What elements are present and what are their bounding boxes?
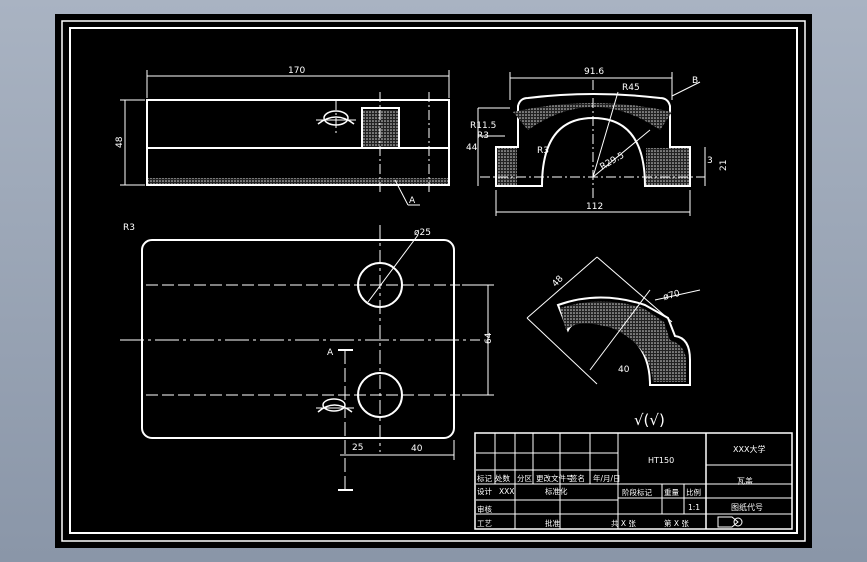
dim-r45: R45	[622, 83, 640, 93]
tb-shenhe: 审核	[477, 504, 492, 514]
dim-170: 170	[288, 66, 305, 76]
dim-r3-plan: R3	[123, 223, 135, 233]
dim-44: 44	[466, 143, 478, 153]
section-label-a-plan: A	[327, 348, 334, 358]
dim-25: 25	[352, 443, 363, 453]
dim-112: 112	[586, 202, 603, 212]
part-name: 瓦盖	[737, 476, 753, 486]
tb-biaozhunhua: 标准化	[545, 486, 568, 496]
front-view	[120, 70, 450, 206]
inner-frame	[69, 27, 798, 534]
tb-date: 年/月/日	[593, 473, 621, 483]
material: HT150	[648, 456, 674, 465]
tb-jieduan: 阶段标记	[622, 487, 652, 497]
tb-pizhun: 批准	[545, 518, 560, 528]
dim-64: 64	[484, 332, 494, 344]
tb-biaoji: 标记	[477, 473, 492, 483]
tb-sheji: 设计	[477, 486, 492, 496]
side-view	[477, 72, 706, 216]
tb-gengai: 更改文件号	[536, 473, 574, 483]
drawing-number: 图纸代号	[731, 502, 763, 512]
dim-r11-5: R11.5	[470, 121, 496, 131]
dim-91-6: 91.6	[584, 67, 604, 77]
dim-48: 48	[115, 136, 125, 148]
dim-iso-dia70: ø70	[662, 289, 681, 303]
tb-gong: 共 X 张	[611, 519, 636, 528]
plan-view	[120, 225, 494, 491]
title-block-texts: HT150 XXX大学 瓦盖 图纸代号 标记 处数 分区 更改文件号 签名 年/…	[477, 444, 765, 528]
dim-21: 21	[719, 160, 729, 171]
dim-40: 40	[411, 444, 423, 454]
tb-gongyi: 工艺	[477, 519, 492, 528]
dim-dia-25: ø25	[414, 228, 431, 238]
tb-zhongliang: 重量	[664, 488, 679, 497]
dim-r3-arc: R3	[537, 146, 549, 156]
tb-xxx: XXX	[499, 487, 514, 496]
title-block	[474, 432, 793, 530]
dim-iso-40: 40	[618, 365, 630, 375]
label-b: B	[692, 76, 698, 86]
tb-fenqu: 分区	[517, 474, 532, 483]
dim-r3-side: R3	[477, 131, 489, 141]
tb-qianming: 签名	[570, 473, 585, 483]
school-name: XXX大学	[733, 444, 765, 454]
tb-bili: 比例	[686, 487, 701, 497]
tb-scale: 1:1	[688, 503, 700, 512]
tb-chushu: 处数	[495, 473, 510, 483]
section-label-a-top: A	[409, 196, 416, 206]
tb-di: 第 X 张	[664, 518, 689, 528]
dim-3: 3	[707, 156, 713, 166]
outer-frame	[61, 20, 806, 542]
paper	[55, 14, 812, 548]
dimension-labels: 170 48 91.6 R45 B R11.5 R3 R3 44 R29.5 3…	[115, 66, 729, 454]
iso-view	[526, 256, 701, 386]
roughness-symbol: √(√)	[634, 411, 665, 429]
